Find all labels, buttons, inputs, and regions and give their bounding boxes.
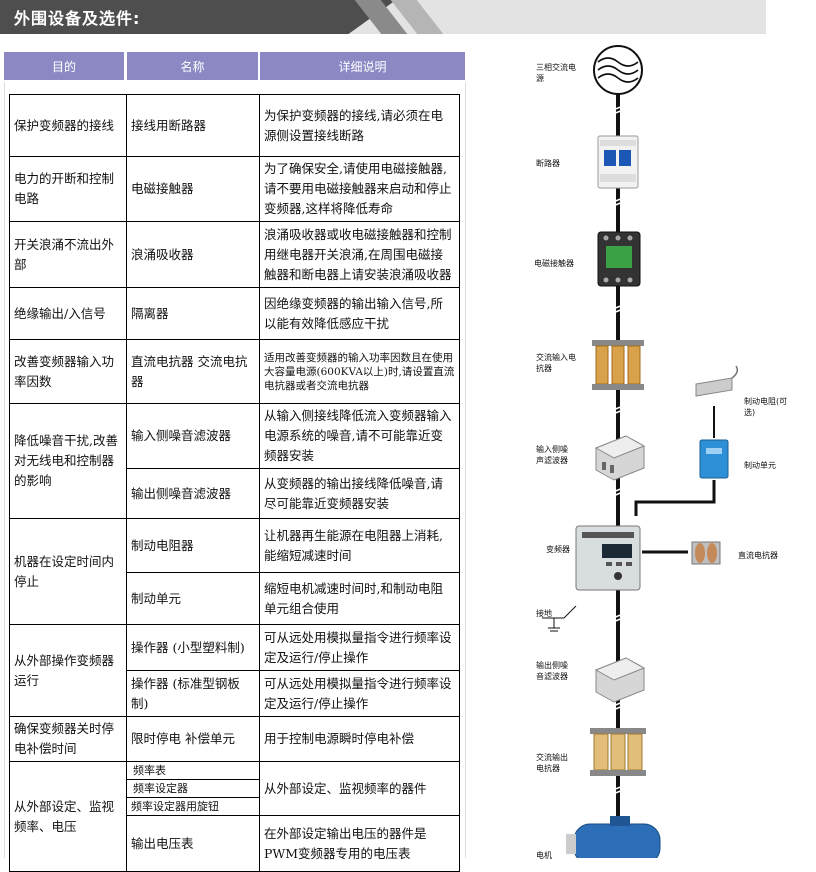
cell-purpose: 机器在设定时间内停止 (9, 518, 127, 625)
column-header-detail: 详细说明 (260, 52, 465, 80)
table-row: 制动单元 缩短电机减速时间时,和制动电阻单元组合使用 (10, 572, 460, 625)
label-ground: 接地 (536, 609, 552, 618)
ac-input-reactor-icon (592, 340, 644, 390)
brake-unit-icon (699, 439, 729, 479)
table-row: 从外部设定、监视频率、电压 频率表 从外部设定、监视频率的器件 (9, 761, 460, 872)
output-filter-icon (594, 657, 646, 703)
cell-desc: 浪涌吸收器或收电磁接触器和控制用继电器开关浪涌,在周围电磁接触器和断电器上请安装… (259, 221, 460, 288)
cell-name: 制动电阻器 (126, 518, 260, 573)
cell-purpose: 开关浪涌不流出外部 (9, 221, 127, 288)
dc-reactor-icon (691, 541, 721, 565)
inverter-icon (575, 525, 641, 591)
cell-purpose: 从外部设定、监视频率、电压 (9, 761, 127, 872)
column-header-purpose: 目的 (4, 52, 124, 80)
table-row: 频率设定器用旋钮 (10, 797, 460, 816)
table-row: 输出侧噪音滤波器 从变频器的输出接线降低噪音,请尽可能靠近变频器安装 (10, 468, 460, 519)
table-row: 改善变频器输入功率因数 直流电抗器 交流电抗器 适用改善变频器的输入功率因数且在… (9, 339, 460, 404)
cell-desc: 可从远处用模拟量指令进行频率设定及运行/停止操作 (259, 624, 460, 671)
cell-desc: 从外部设定、监视频率的器件 (259, 761, 460, 816)
cell-desc: 从输入侧接线降低流入变频器输入电源系统的噪音,请不可能靠近变频器安装 (259, 403, 460, 469)
label-power: 三相交流电源 (536, 63, 576, 83)
cell-name: 直流电抗器 交流电抗器 (126, 339, 260, 404)
cell-desc: 为了确保安全,请使用电磁接触器,请不要用电磁接触器来启动和停止变频器,这样将降低… (259, 156, 460, 222)
cell-desc: 让机器再生能源在电阻器上消耗,能缩短减速时间 (259, 518, 460, 573)
table-row: 操作器 (标准型钢板制) 可从远处用模拟量指令进行频率设定及运行/停止操作 (10, 670, 460, 717)
label-brake-unit: 制动单元 (744, 461, 776, 470)
cell-name: 输入侧噪音滤波器 (126, 403, 260, 469)
cell-name: 接线用断路器 (126, 94, 260, 157)
cell-name: 制动单元 (126, 572, 260, 625)
label-ac-input-reactor: 交流输入电抗器 (536, 353, 576, 373)
table-row: 开关浪涌不流出外部 浪涌吸收器 浪涌吸收器或收电磁接触器和控制用继电器开关浪涌,… (9, 221, 460, 288)
input-filter-icon (594, 435, 646, 481)
label-output-filter: 输出侧噪音滤波器 (536, 661, 568, 681)
cell-purpose: 从外部操作变频器运行 (9, 624, 127, 717)
cell-purpose: 改善变频器输入功率因数 (9, 339, 127, 404)
cell-desc: 适用改善变频器的输入功率因数且在使用大容量电源(600KVA以上)时,请设置直流… (259, 339, 460, 404)
table-row: 机器在设定时间内停止 制动电阻器 让机器再生能源在电阻器上消耗,能缩短减速时间 (9, 518, 460, 625)
cell-name: 频率表 (126, 761, 260, 780)
label-motor: 电机 (536, 851, 552, 860)
cell-purpose: 降低噪音干扰,改善对无线电和控制器的影响 (9, 403, 127, 519)
table-row: 绝缘输出/入信号 隔离器 因绝缘变频器的输出输入信号,所以能有效降低感应干扰 (9, 287, 460, 340)
table-row: 从外部操作变频器运行 操作器 (小型塑料制) 可从远处用模拟量指令进行频率设定及… (9, 624, 460, 717)
label-dc-reactor: 直流电抗器 (738, 551, 778, 560)
cell-name: 限时停电 补偿单元 (126, 716, 260, 762)
cell-name: 输出电压表 (126, 815, 260, 872)
power-source-icon (593, 45, 643, 95)
brake-resistor-icon (695, 365, 739, 397)
cell-name: 输出侧噪音滤波器 (126, 468, 260, 519)
cell-purpose: 绝缘输出/入信号 (9, 287, 127, 340)
ac-output-reactor-icon (590, 728, 646, 776)
contactor-icon (597, 231, 641, 287)
label-brake-resistor: 制动电阻(可选) (744, 397, 788, 417)
page-title: 外围设备及选件: (14, 9, 141, 28)
table-row: 降低噪音干扰,改善对无线电和控制器的影响 输入侧噪音滤波器 从输入侧接线降低流入… (9, 403, 460, 519)
cell-name: 操作器 (小型塑料制) (126, 624, 260, 671)
brake-cable (634, 480, 716, 516)
table-row: 频率设定器 (10, 779, 460, 798)
cell-desc: 在外部设定输出电压的器件是PWM变频器专用的电压表 (259, 815, 460, 872)
cell-purpose: 电力的开断和控制电路 (9, 156, 127, 222)
column-header-name: 名称 (127, 52, 258, 80)
cell-name: 电磁接触器 (126, 156, 260, 222)
wiring-diagram (542, 45, 739, 858)
motor-icon (566, 816, 661, 858)
table-row: 电力的开断和控制电路 电磁接触器 为了确保安全,请使用电磁接触器,请不要用电磁接… (9, 156, 460, 222)
table-row: 保护变频器的接线 接线用断路器 为保护变频器的接线,请必须在电源侧设置接线断路 (9, 94, 460, 157)
banner-dark-band (0, 0, 396, 34)
cell-name: 频率设定器用旋钮 (126, 797, 260, 816)
cell-desc: 缩短电机减速时间时,和制动电阻单元组合使用 (259, 572, 460, 625)
label-inverter: 变频器 (546, 545, 570, 554)
peripheral-table: 保护变频器的接线 接线用断路器 为保护变频器的接线,请必须在电源侧设置接线断路 … (9, 94, 460, 872)
label-ac-output-reactor: 交流输出电抗器 (536, 753, 568, 773)
cell-purpose: 确保变频器关时停电补偿时间 (9, 716, 127, 762)
cell-name: 浪涌吸收器 (126, 221, 260, 288)
table-frame (4, 82, 466, 858)
breaker-icon (597, 135, 639, 189)
cell-desc: 用于控制电源瞬时停电补偿 (259, 716, 460, 762)
cable-ticks (612, 105, 624, 795)
table-row: 确保变频器关时停电补偿时间 限时停电 补偿单元 用于控制电源瞬时停电补偿 (9, 716, 460, 762)
ground-icon (542, 605, 577, 632)
label-breaker: 断路器 (536, 159, 560, 168)
cell-desc: 为保护变频器的接线,请必须在电源侧设置接线断路 (259, 94, 460, 157)
label-contactor: 电磁接触器 (534, 259, 574, 268)
cell-name: 隔离器 (126, 287, 260, 340)
header-banner: 外围设备及选件: (0, 0, 766, 34)
cell-desc: 从变频器的输出接线降低噪音,请尽可能靠近变频器安装 (259, 468, 460, 519)
cell-name: 频率设定器 (126, 779, 260, 798)
cell-name: 操作器 (标准型钢板制) (126, 670, 260, 717)
cell-desc: 可从远处用模拟量指令进行频率设定及运行/停止操作 (259, 670, 460, 717)
label-input-filter: 输入侧噪声滤波器 (536, 445, 568, 465)
cell-desc: 因绝缘变频器的输出输入信号,所以能有效降低感应干扰 (259, 287, 460, 340)
cell-purpose: 保护变频器的接线 (9, 94, 127, 157)
